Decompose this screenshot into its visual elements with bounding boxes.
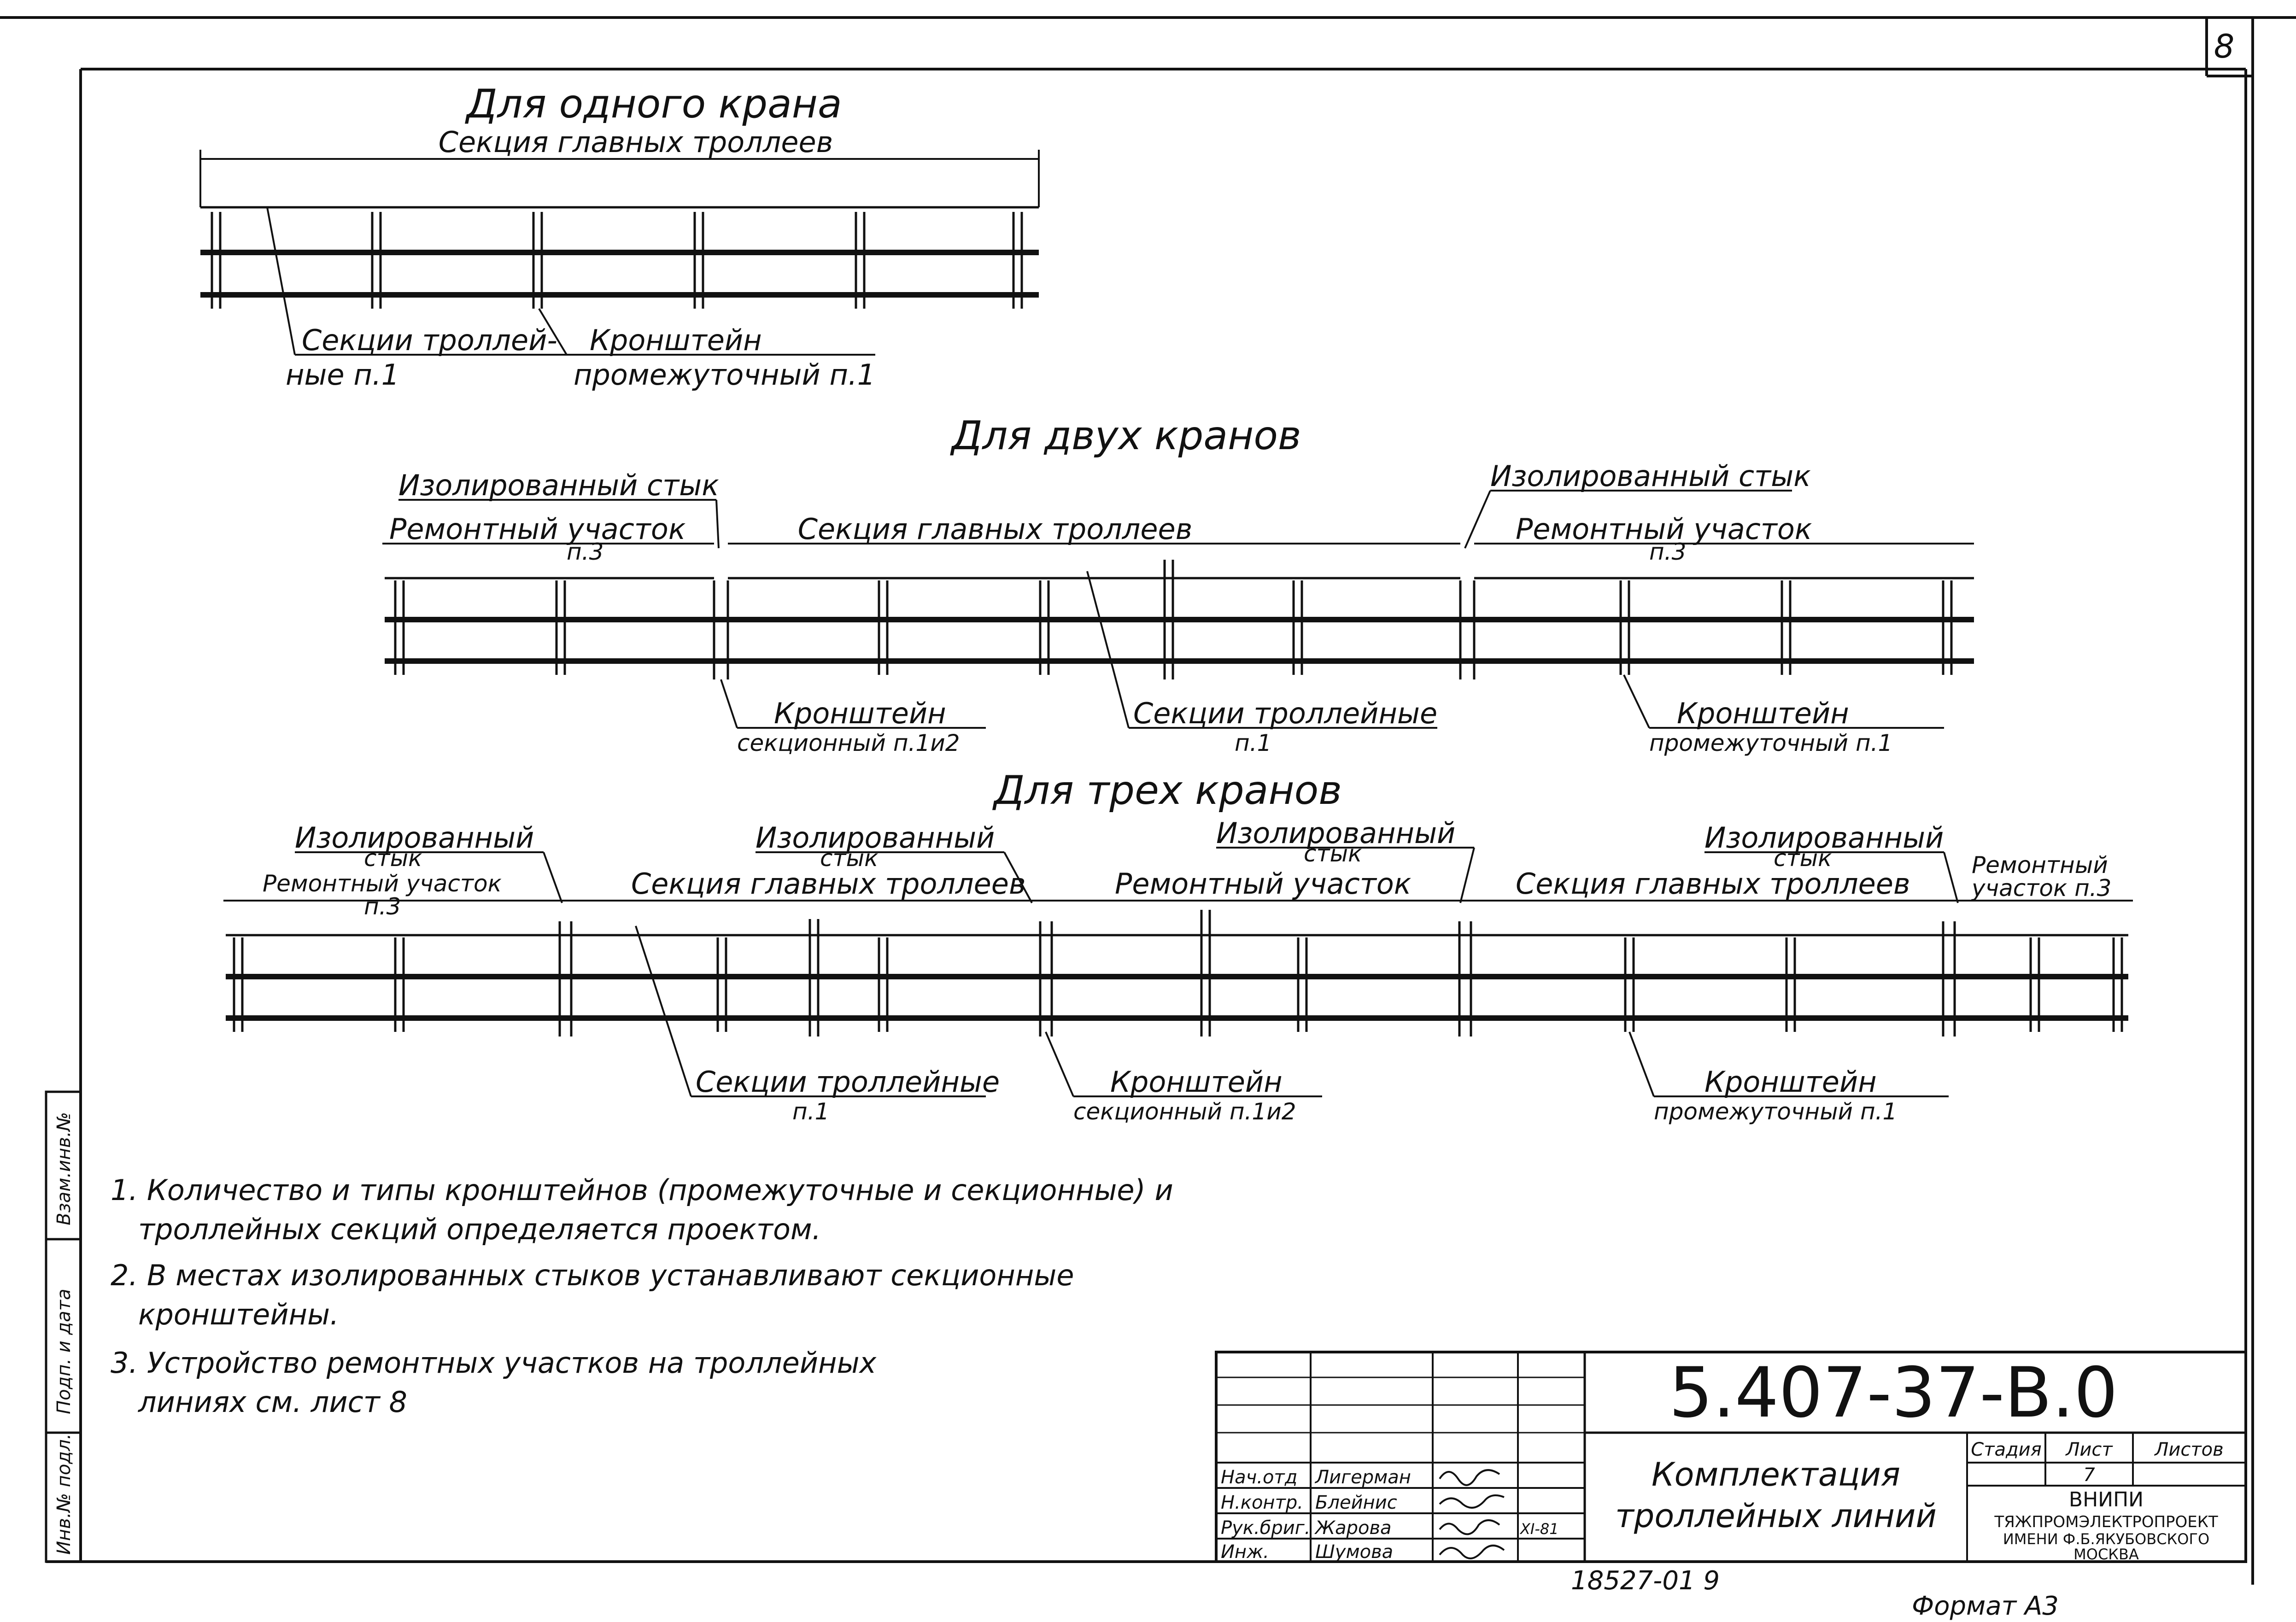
three-callout-bracket-2: секционный п.1и2 (1073, 1098, 1296, 1125)
role-1: Н.контр. (1221, 1492, 1303, 1513)
role-3: Инж. (1221, 1541, 1269, 1563)
stamp-sign-date: Подп. и дата (53, 1289, 75, 1414)
diagram-two-title: Для двух кранов (949, 413, 1301, 459)
repair-2: Ремонтный участок (1115, 867, 1412, 901)
insulated-1b: стык (364, 845, 422, 872)
insulated-3: Изолированный (1216, 816, 1455, 850)
repair-left-ref: п.3 (567, 539, 603, 565)
notes: 1. Количество и типы кронштейнов (промеж… (111, 1173, 1173, 1419)
stamp-inventory: Инв.№ подл. (53, 1434, 75, 1555)
org-line1: ВНИПИ (2069, 1488, 2144, 1511)
title-block: 5.407-37-В.0 Комплектация троллейных лин… (1215, 1351, 2247, 1563)
title-line2: троллейных линий (1615, 1497, 1937, 1535)
callout-sections-2: ные п.1 (286, 358, 399, 392)
stage-header: Стадия (1971, 1439, 2041, 1460)
note-3: 3. Устройство ремонтных участков на трол… (111, 1346, 877, 1380)
two-callout-bracket-right: Кронштейн (1677, 697, 1849, 730)
insulated-4: Изолированный (1704, 821, 1944, 855)
insulated-1: Изолированный (295, 821, 534, 855)
repair-right: Ремонтный участок (1516, 512, 1812, 546)
insulated-2b: стык (820, 845, 878, 872)
sheet-header: Лист (2065, 1439, 2113, 1460)
posts-two (394, 560, 1953, 679)
two-callout-bracket-2: секционный п.1и2 (737, 730, 960, 756)
insulated-2: Изолированный (756, 821, 995, 855)
sheet-frame (0, 16, 2296, 1585)
note-2b: кронштейны. (138, 1298, 339, 1331)
main-section: Секция главных троллеев (798, 512, 1193, 546)
main-2: Секция главных троллеев (1516, 867, 1910, 901)
two-callout-bracket-right-2: промежуточный п.1 (1649, 730, 1892, 756)
two-callout-sections: Секции троллейные (1133, 697, 1437, 730)
repair-1-ref: п.3 (364, 893, 401, 920)
insulated-left: Изолированный стык (398, 468, 719, 502)
sheets-header: Листов (2154, 1439, 2223, 1460)
diagram-one-title: Для одного крана (464, 81, 842, 127)
repair-1: Ремонтный участок (263, 870, 502, 897)
date: XI-81 (1519, 1520, 1559, 1538)
callout-bracket-2: промежуточный п.1 (574, 358, 875, 392)
two-callout-sections-2: п.1 (1235, 730, 1271, 756)
three-callout-sections-2: п.1 (792, 1098, 829, 1125)
repair-right-ref: п.3 (1649, 539, 1686, 565)
name-0: Лигерман (1314, 1467, 1411, 1488)
diagram-three-title: Для трех кранов (992, 767, 1342, 814)
archive-number: 18527-01 9 (1571, 1566, 1720, 1596)
repair-3b: участок п.3 (1971, 875, 2111, 902)
posts-one (211, 212, 1023, 309)
repair-3: Ремонтный (1972, 852, 2108, 878)
sheet-value: 7 (2083, 1464, 2095, 1486)
three-callout-bracket: Кронштейн (1110, 1065, 1283, 1099)
note-1b: троллейных секций определяется проектом. (138, 1212, 821, 1246)
side-stamp: Взам.инв.№ Подп. и дата Инв.№ подл. (45, 1090, 82, 1563)
callout-bracket: Кронштейн (590, 323, 762, 357)
name-1: Блейнис (1315, 1492, 1397, 1513)
doc-code: 5.407-37-В.0 (1669, 1353, 2118, 1433)
note-3b: линиях см. лист 8 (138, 1385, 407, 1419)
insulated-3b: стык (1304, 840, 1362, 867)
insulated-4b: стык (1774, 845, 1832, 872)
diagram-three-cranes: Для трех кранов Изолированный стык Ремон… (223, 767, 2133, 1125)
two-callout-bracket: Кронштейн (774, 697, 946, 730)
three-callout-sections: Секции троллейные (696, 1065, 1000, 1099)
note-2: 2. В местах изолированных стыков устанав… (111, 1259, 1074, 1292)
section-label: Секция главных троллеев (439, 125, 833, 159)
callout-sections: Секции троллей- (302, 323, 557, 357)
name-2: Жарова (1314, 1517, 1392, 1539)
title-line1: Комплектация (1652, 1456, 1900, 1493)
org-line4: МОСКВА (2073, 1546, 2139, 1563)
role-0: Нач.отд (1221, 1467, 1297, 1488)
role-2: Рук.бриг. (1221, 1517, 1310, 1539)
org-line3: ИМЕНИ Ф.Б.ЯКУБОВСКОГО (2003, 1530, 2209, 1548)
org-line2: ТЯЖПРОМЭЛЕКТРОПРОЕКТ (1994, 1513, 2218, 1531)
signatures (1439, 1469, 1505, 1559)
three-callout-bracket-right: Кронштейн (1704, 1065, 1877, 1099)
insulated-right: Изолированный стык (1490, 459, 1811, 493)
posts-three (233, 910, 2123, 1036)
diagram-one-crane: Для одного крана Секция главных троллеев… (199, 81, 1040, 392)
three-callout-bracket-right-2: промежуточный п.1 (1654, 1098, 1897, 1125)
diagram-two-cranes: Для двух кранов Изолированный стык Изоли… (382, 413, 1974, 756)
name-3: Шумова (1315, 1541, 1393, 1563)
stamp-replace: Взам.инв.№ (53, 1112, 75, 1225)
main-1: Секция главных троллеев (631, 867, 1026, 901)
page-number: 8 (2214, 28, 2235, 65)
repair-left: Ремонтный участок (389, 512, 686, 546)
format-label: Формат А3 (1912, 1591, 2059, 1621)
note-1: 1. Количество и типы кронштейнов (промеж… (111, 1173, 1173, 1207)
